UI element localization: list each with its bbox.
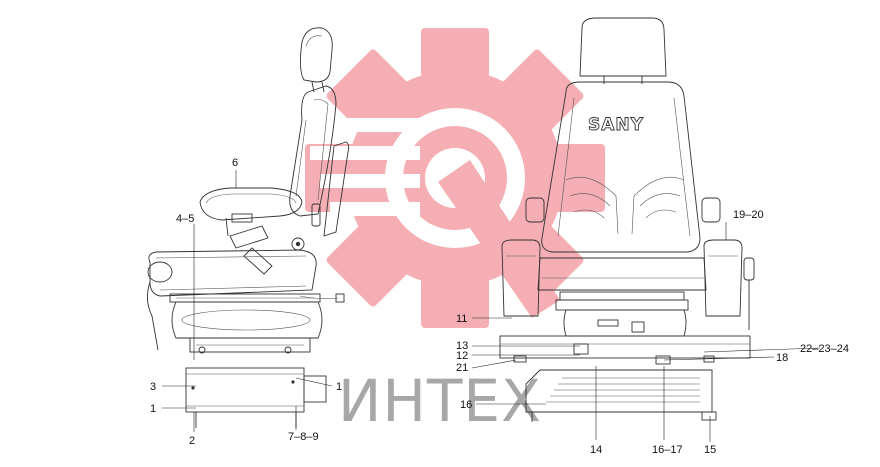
watermark-text: ИНТЕХ (338, 367, 542, 435)
watermark-gear-logo (300, 28, 605, 328)
brand-label: SANY (588, 115, 644, 135)
vented-base-box (525, 369, 717, 422)
callout-15: 15 (704, 444, 716, 456)
callout-12: 12 (456, 350, 468, 362)
callout-labels: 6 4–5 3 1 1 2 7–8–9 19–20 11 13 12 21 22… (150, 157, 849, 456)
callout-13: 13 (456, 340, 468, 352)
callout-22-23-24: 22–23–24 (800, 343, 849, 355)
callout-16-box: 16 (460, 399, 472, 411)
callout-19-20: 19–20 (733, 209, 764, 221)
callout-14: 14 (590, 444, 602, 456)
mounting-plate-left (185, 367, 327, 428)
callout-3: 3 (150, 381, 156, 393)
seat-side-view (147, 27, 350, 354)
callout-7-8-9: 7–8–9 (288, 431, 319, 443)
callout-1-right: 1 (336, 381, 342, 393)
leader-lines (162, 170, 821, 442)
callout-6: 6 (232, 157, 238, 169)
callout-2: 2 (189, 435, 195, 447)
callout-16-17: 16–17 (652, 444, 683, 456)
callout-11: 11 (456, 313, 467, 325)
seat-front-view: SANY (499, 17, 755, 365)
callout-18: 18 (776, 352, 788, 364)
callout-1-left: 1 (150, 403, 156, 415)
callout-21: 21 (456, 362, 468, 374)
callout-4-5: 4–5 (176, 213, 194, 225)
